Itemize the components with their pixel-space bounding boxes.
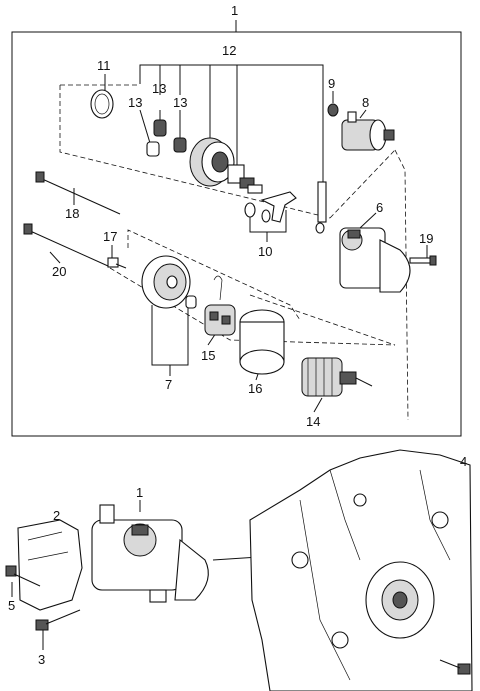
yoke-part-16 xyxy=(239,309,285,375)
callout-10: 10 xyxy=(258,244,272,259)
front-housing-part-6 xyxy=(339,227,411,293)
callout-13a: 13 xyxy=(128,95,142,110)
callout-16: 16 xyxy=(248,381,262,396)
callout-11: 11 xyxy=(97,58,111,73)
heat-shield-part-2 xyxy=(17,519,83,611)
callout-4: 4 xyxy=(460,454,467,469)
callout-8: 8 xyxy=(362,95,369,110)
through-bolt-part-20 xyxy=(23,223,109,267)
callout-14: 14 xyxy=(306,414,320,429)
bolt-part-5 xyxy=(5,565,41,587)
brush-holder-part-15 xyxy=(204,275,236,336)
engine-block xyxy=(249,449,473,691)
bolt-part-19 xyxy=(409,255,437,266)
callout-7: 7 xyxy=(165,377,172,392)
o-ring-part-11 xyxy=(90,89,114,119)
callout-13b: 13 xyxy=(152,81,166,96)
plunger-rod xyxy=(317,181,327,223)
callout-15: 15 xyxy=(201,348,215,363)
plunger-ring xyxy=(315,222,325,234)
starter-motor-assembly-part-1 xyxy=(91,504,209,603)
callout-20: 20 xyxy=(52,264,66,279)
gear-housing-part-12 xyxy=(189,137,263,194)
callout-18: 18 xyxy=(65,206,79,221)
lever-part-10 xyxy=(244,191,297,223)
callout-6: 6 xyxy=(376,200,383,215)
callout-1-bottom: 1 xyxy=(136,485,143,500)
bolt-part-3 xyxy=(35,609,81,631)
screw-part-17 xyxy=(107,257,127,269)
callout-19: 19 xyxy=(419,231,433,246)
callout-1-top: 1 xyxy=(231,3,238,18)
callout-3: 3 xyxy=(38,652,45,667)
nut-part-9 xyxy=(327,103,339,117)
armature-part-14 xyxy=(301,357,373,397)
through-bolt-part-18 xyxy=(35,171,121,215)
callout-9: 9 xyxy=(328,76,335,91)
callout-13c: 13 xyxy=(173,95,187,110)
callout-5: 5 xyxy=(8,598,15,613)
bolt-part-4 xyxy=(439,659,471,675)
assembly-guide-lines xyxy=(59,84,409,421)
callout-2: 2 xyxy=(53,508,60,523)
callout-12: 12 xyxy=(222,43,236,58)
bearing-part-13 xyxy=(146,119,187,157)
end-frame-part-7 xyxy=(141,255,197,309)
solenoid-part-8 xyxy=(341,111,395,151)
callout-17: 17 xyxy=(103,229,117,244)
